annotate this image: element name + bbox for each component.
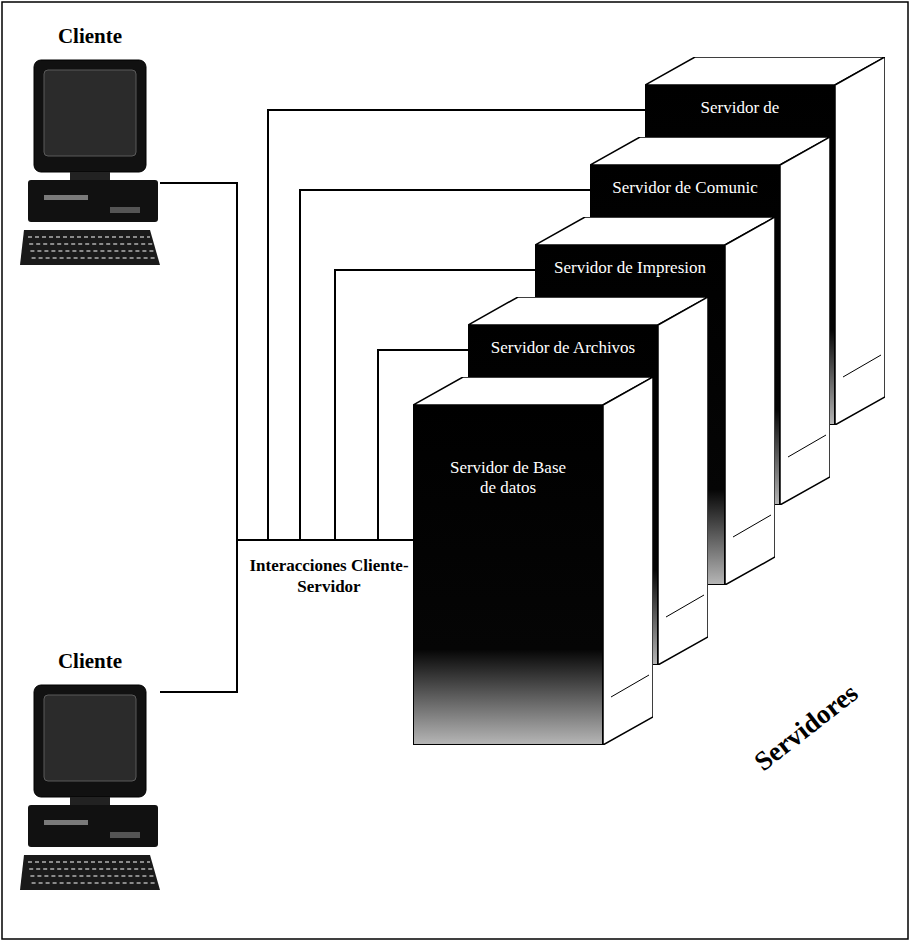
bus-label: Interacciones Cliente-Servidor: [245, 552, 413, 601]
keyboard-keys: [29, 243, 152, 245]
keyboard-keys: [28, 236, 150, 238]
keyboard-keys: [28, 861, 150, 863]
client-computer: Cliente: [20, 25, 160, 275]
cabinet-edge: [611, 675, 649, 697]
cabinet-edge: [666, 595, 704, 617]
monitor-screen: [44, 695, 136, 781]
cabinet-edge: [788, 435, 826, 457]
network-line: [160, 540, 413, 692]
keyboard-keys: [29, 868, 152, 870]
keyboard-keys: [30, 250, 155, 252]
cabinet-edge: [843, 355, 881, 377]
system-unit: [28, 805, 158, 847]
cabinet-side: [780, 137, 830, 505]
server-box: Servidor de Base de datos: [413, 377, 653, 745]
monitor-case: [34, 60, 146, 172]
server-label: Servidor de Comunic: [597, 178, 773, 198]
system-unit: [28, 180, 158, 222]
client-label: Cliente: [20, 650, 160, 673]
server-label: Servidor de Archivos: [475, 338, 651, 358]
group-label: Servidores: [748, 678, 864, 778]
keyboard: [20, 855, 160, 890]
server-label: Servidor de Base de datos: [449, 458, 567, 499]
monitor-screen: [44, 70, 136, 156]
network-line: [160, 183, 413, 540]
server-front: Servidor de Base de datos: [413, 405, 603, 745]
server-label: Servidor de Impresion: [542, 258, 718, 278]
disk-slot: [44, 195, 88, 200]
disk-slot: [44, 820, 88, 825]
computer-icon: [20, 25, 160, 275]
monitor-case: [34, 685, 146, 797]
rotated-label: Servidores: [748, 678, 864, 778]
client-computer: Cliente: [20, 650, 160, 900]
server-label: Servidor de: [655, 98, 825, 118]
bus-label-text: Interacciones Cliente-Servidor: [249, 555, 409, 598]
cabinet-side: [835, 57, 885, 425]
disk-slot: [110, 832, 140, 838]
cabinet-side: [658, 297, 708, 665]
disk-slot: [110, 207, 140, 213]
keyboard: [20, 230, 160, 265]
cabinet-edge: [733, 515, 771, 537]
cabinet-side: [725, 217, 775, 585]
computer-icon: [20, 650, 160, 900]
keyboard-keys: [32, 882, 158, 884]
keyboard-keys: [32, 257, 158, 259]
monitor-stand: [70, 172, 110, 180]
keyboard-keys: [30, 875, 155, 877]
cabinet-side: [603, 377, 653, 745]
client-label: Cliente: [20, 25, 160, 48]
monitor-stand: [70, 797, 110, 805]
